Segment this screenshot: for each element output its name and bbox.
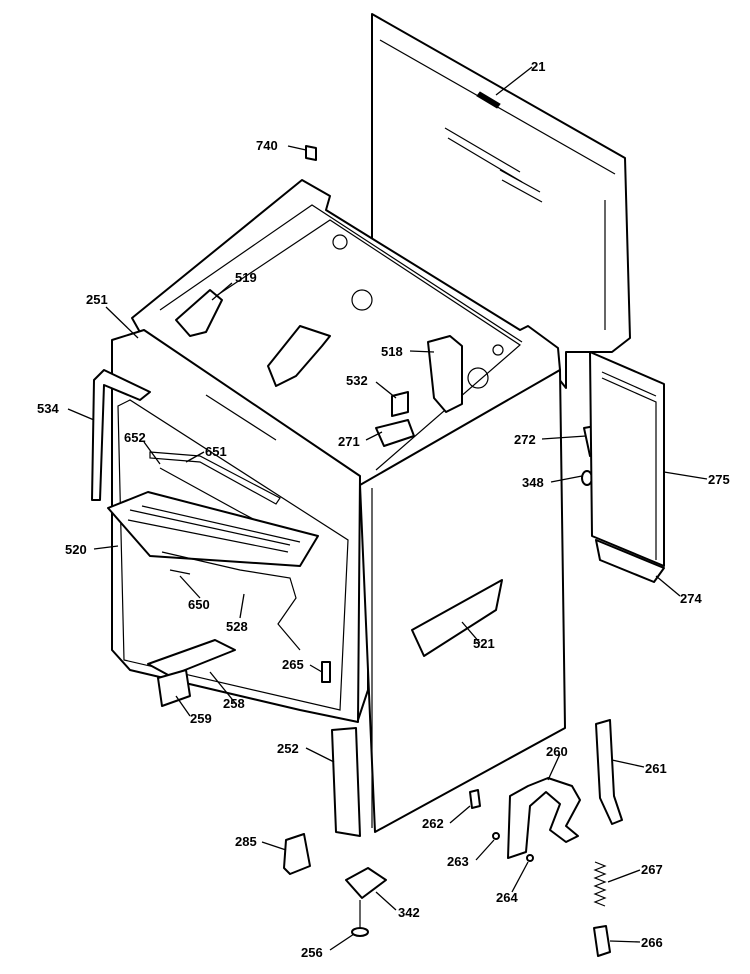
leader-263: [475, 839, 495, 861]
callout-532: 532: [346, 373, 368, 388]
callout-740: 740: [256, 138, 278, 153]
callout-263: 263: [447, 854, 469, 869]
leader-260: [547, 753, 561, 781]
insulation-518: [427, 335, 463, 413]
leader-528: [239, 593, 245, 619]
leader-262: [449, 805, 471, 824]
callout-528: 528: [226, 619, 248, 634]
leader-lines: [67, 66, 708, 951]
leader-285: [261, 841, 287, 851]
cabinet-body: [131, 179, 566, 833]
side-panel-275: [589, 351, 665, 567]
callout-275: 275: [708, 472, 730, 487]
callout-534: 534: [37, 401, 59, 416]
callout-652: 652: [124, 430, 146, 445]
callout-264: 264: [496, 890, 518, 905]
callout-267: 267: [641, 862, 663, 877]
callout-650: 650: [188, 597, 210, 612]
callout-519: 519: [235, 270, 257, 285]
callout-651: 651: [205, 444, 227, 459]
spring-link-266: [593, 925, 611, 957]
leader-348: [550, 475, 583, 483]
clip-740: [305, 145, 317, 161]
screw-264: [526, 854, 534, 862]
leader-272: [541, 435, 587, 440]
oven-rack-520: [107, 491, 319, 567]
leader-521: [461, 621, 481, 644]
callout-256: 256: [301, 945, 323, 960]
leader-519: [211, 282, 233, 301]
hinge-spring-267: [593, 861, 607, 907]
callout-260: 260: [546, 744, 568, 759]
door-gasket-534: [91, 369, 151, 501]
callout-21: 21: [531, 59, 545, 74]
clip-262: [469, 789, 481, 809]
callout-518: 518: [381, 344, 403, 359]
callout-259: 259: [190, 711, 212, 726]
callout-262: 262: [422, 816, 444, 831]
hinge-arm-261: [595, 719, 623, 825]
leader-256: [329, 933, 355, 951]
leader-534: [67, 408, 95, 421]
leader-271: [365, 431, 383, 441]
door-hinge-260: [507, 777, 581, 859]
leader-261: [611, 759, 645, 768]
drawer-rail-258: [147, 639, 236, 707]
leader-651: [185, 451, 205, 463]
leader-518: [409, 350, 435, 353]
callout-266: 266: [641, 935, 663, 950]
leader-267: [607, 869, 641, 883]
leader-258: [209, 671, 237, 705]
leg-bracket-342: [345, 867, 387, 899]
leader-252: [305, 747, 335, 763]
leader-251: [105, 306, 139, 339]
callout-265: 265: [282, 657, 304, 672]
callout-251: 251: [86, 292, 108, 307]
side-trim-252: [331, 727, 361, 837]
leader-520: [93, 545, 119, 550]
leader-265: [309, 664, 323, 673]
callout-258: 258: [223, 696, 245, 711]
leader-275: [663, 471, 708, 480]
callout-272: 272: [514, 432, 536, 447]
leader-342: [375, 891, 397, 911]
leader-264: [511, 861, 529, 893]
bracket-274: [595, 539, 665, 583]
leveling-leg-256: [351, 900, 369, 937]
leader-21: [495, 66, 533, 96]
screw-263: [492, 832, 500, 840]
callout-342: 342: [398, 905, 420, 920]
leader-740: [287, 145, 307, 151]
callout-348: 348: [522, 475, 544, 490]
callout-285: 285: [235, 834, 257, 849]
callout-271: 271: [338, 434, 360, 449]
leveler-285: [283, 833, 311, 875]
leader-650: [179, 575, 201, 599]
leader-259: [175, 695, 191, 717]
callout-labels: 21 740 519 251 518 532 534 652 651 271 2…: [37, 59, 730, 960]
leader-266: [609, 940, 641, 943]
leader-652: [143, 441, 161, 465]
screw-265: [321, 661, 331, 683]
callout-261: 261: [645, 761, 667, 776]
insulation-519: [175, 289, 223, 337]
callout-520: 520: [65, 542, 87, 557]
callout-274: 274: [680, 591, 702, 606]
label-521: [411, 579, 503, 657]
bake-element-650: [161, 551, 301, 651]
leader-274: [655, 575, 681, 597]
callout-521: 521: [473, 636, 495, 651]
callout-252: 252: [277, 741, 299, 756]
leader-532: [375, 381, 397, 399]
oven-floor-bracket: [267, 325, 331, 387]
